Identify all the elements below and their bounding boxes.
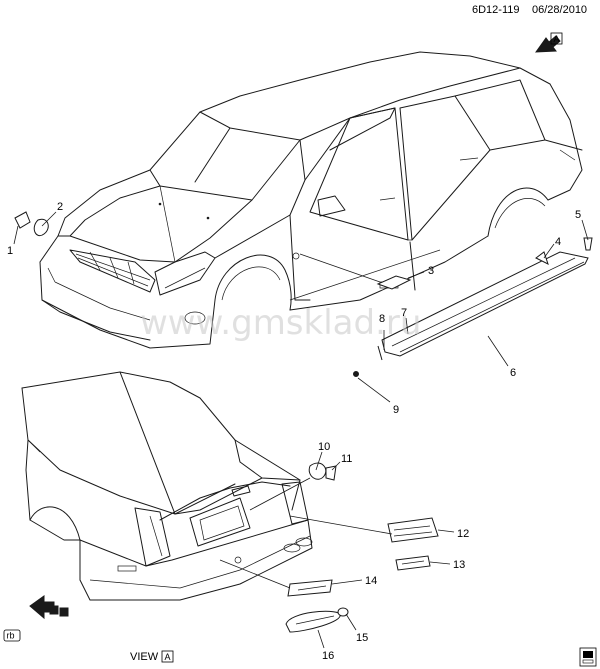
rear-vehicle-illustration: [21, 371, 313, 601]
diagram-code: 6D12-119: [472, 4, 520, 16]
rear-view-arrow-icon: [29, 595, 69, 620]
callout-10: 10: [318, 441, 330, 453]
view-arrow-icon: A: [534, 32, 563, 53]
svg-text:A: A: [554, 34, 560, 44]
front-vehicle-illustration: [39, 51, 583, 349]
svg-text:A: A: [165, 652, 171, 662]
callout-16: 16: [322, 650, 334, 662]
diagram-date: 06/28/2010: [532, 4, 587, 16]
rear-emblem-part: [249, 451, 341, 511]
callout-7: 7: [401, 307, 407, 319]
callout-12: 12: [457, 528, 469, 540]
callout-labels: 1 2 3 4 5 6 7 8 9 10 11 12 13 14 15 16: [7, 201, 581, 662]
callout-2: 2: [57, 201, 63, 213]
svg-text:rb: rb: [7, 631, 15, 641]
callout-13: 13: [453, 559, 465, 571]
fender-badge-part: [299, 253, 425, 290]
callout-9: 9: [393, 404, 399, 416]
rear-badges-parts: [219, 515, 455, 649]
footer-view-label: VIEW A: [130, 650, 174, 663]
callout-3: 3: [428, 265, 434, 277]
watermark-text: www.gmsklad.ru: [140, 303, 421, 343]
callout-14: 14: [365, 575, 377, 587]
callout-5: 5: [575, 209, 581, 221]
front-emblem-part: [13, 211, 57, 245]
publisher-logo-icon: [579, 647, 597, 667]
footer-tag: rb: [3, 629, 21, 642]
callout-1: 1: [7, 245, 13, 257]
rocker-molding-part: [353, 219, 593, 403]
callout-11: 11: [341, 453, 352, 465]
callout-8: 8: [379, 313, 385, 325]
svg-text:VIEW: VIEW: [130, 651, 159, 663]
callout-6: 6: [510, 367, 516, 379]
callout-15: 15: [356, 632, 368, 644]
callout-4: 4: [555, 236, 561, 248]
